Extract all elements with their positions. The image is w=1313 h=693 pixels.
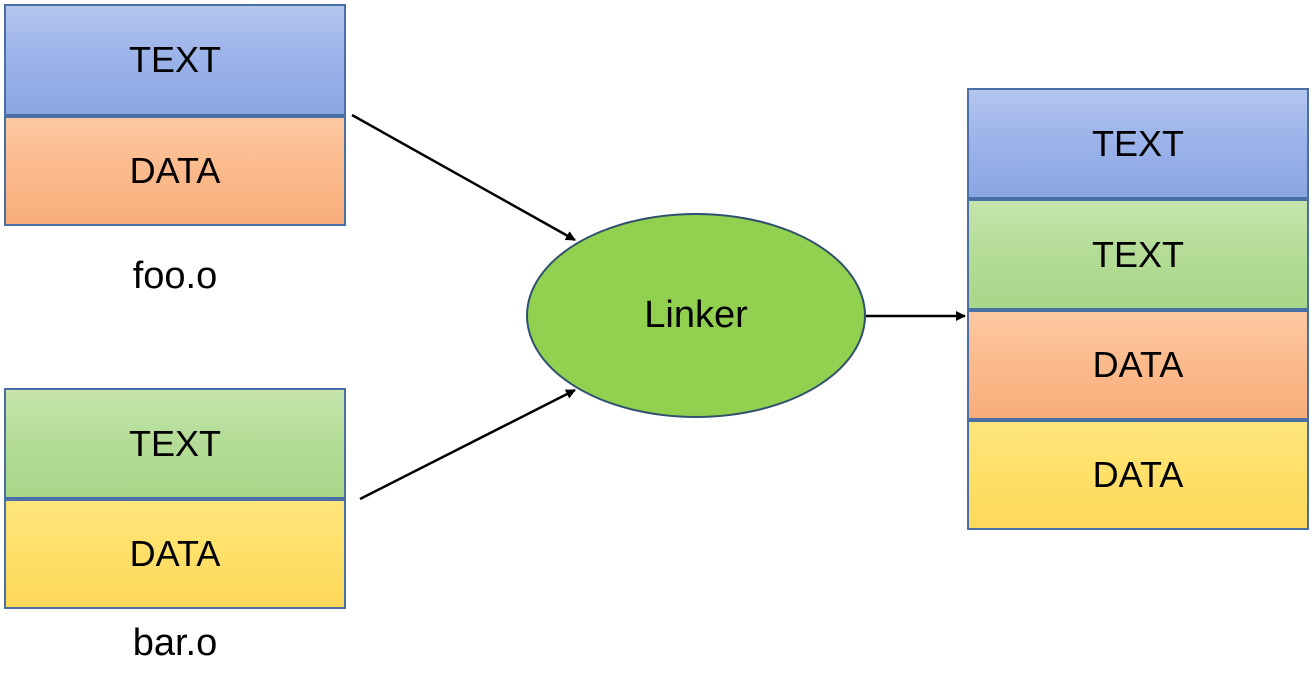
arrow-foo-to-linker xyxy=(351,113,576,242)
bar-text-section: TEXT xyxy=(4,388,346,499)
output-data-section-2: DATA xyxy=(967,420,1309,530)
output-data-section-1: DATA xyxy=(967,310,1309,420)
bar-label: bar.o xyxy=(132,622,218,664)
linker-label: Linker xyxy=(644,294,748,336)
foo-text-section: TEXT xyxy=(4,4,346,116)
bar-data-section: DATA xyxy=(4,499,346,609)
arrow-bar-to-linker xyxy=(359,388,576,501)
output-text-section-1: TEXT xyxy=(967,88,1309,199)
output-text-section-2: TEXT xyxy=(967,199,1309,310)
linker-node: Linker xyxy=(526,213,866,418)
foo-label: foo.o xyxy=(132,255,218,297)
foo-data-section: DATA xyxy=(4,116,346,226)
